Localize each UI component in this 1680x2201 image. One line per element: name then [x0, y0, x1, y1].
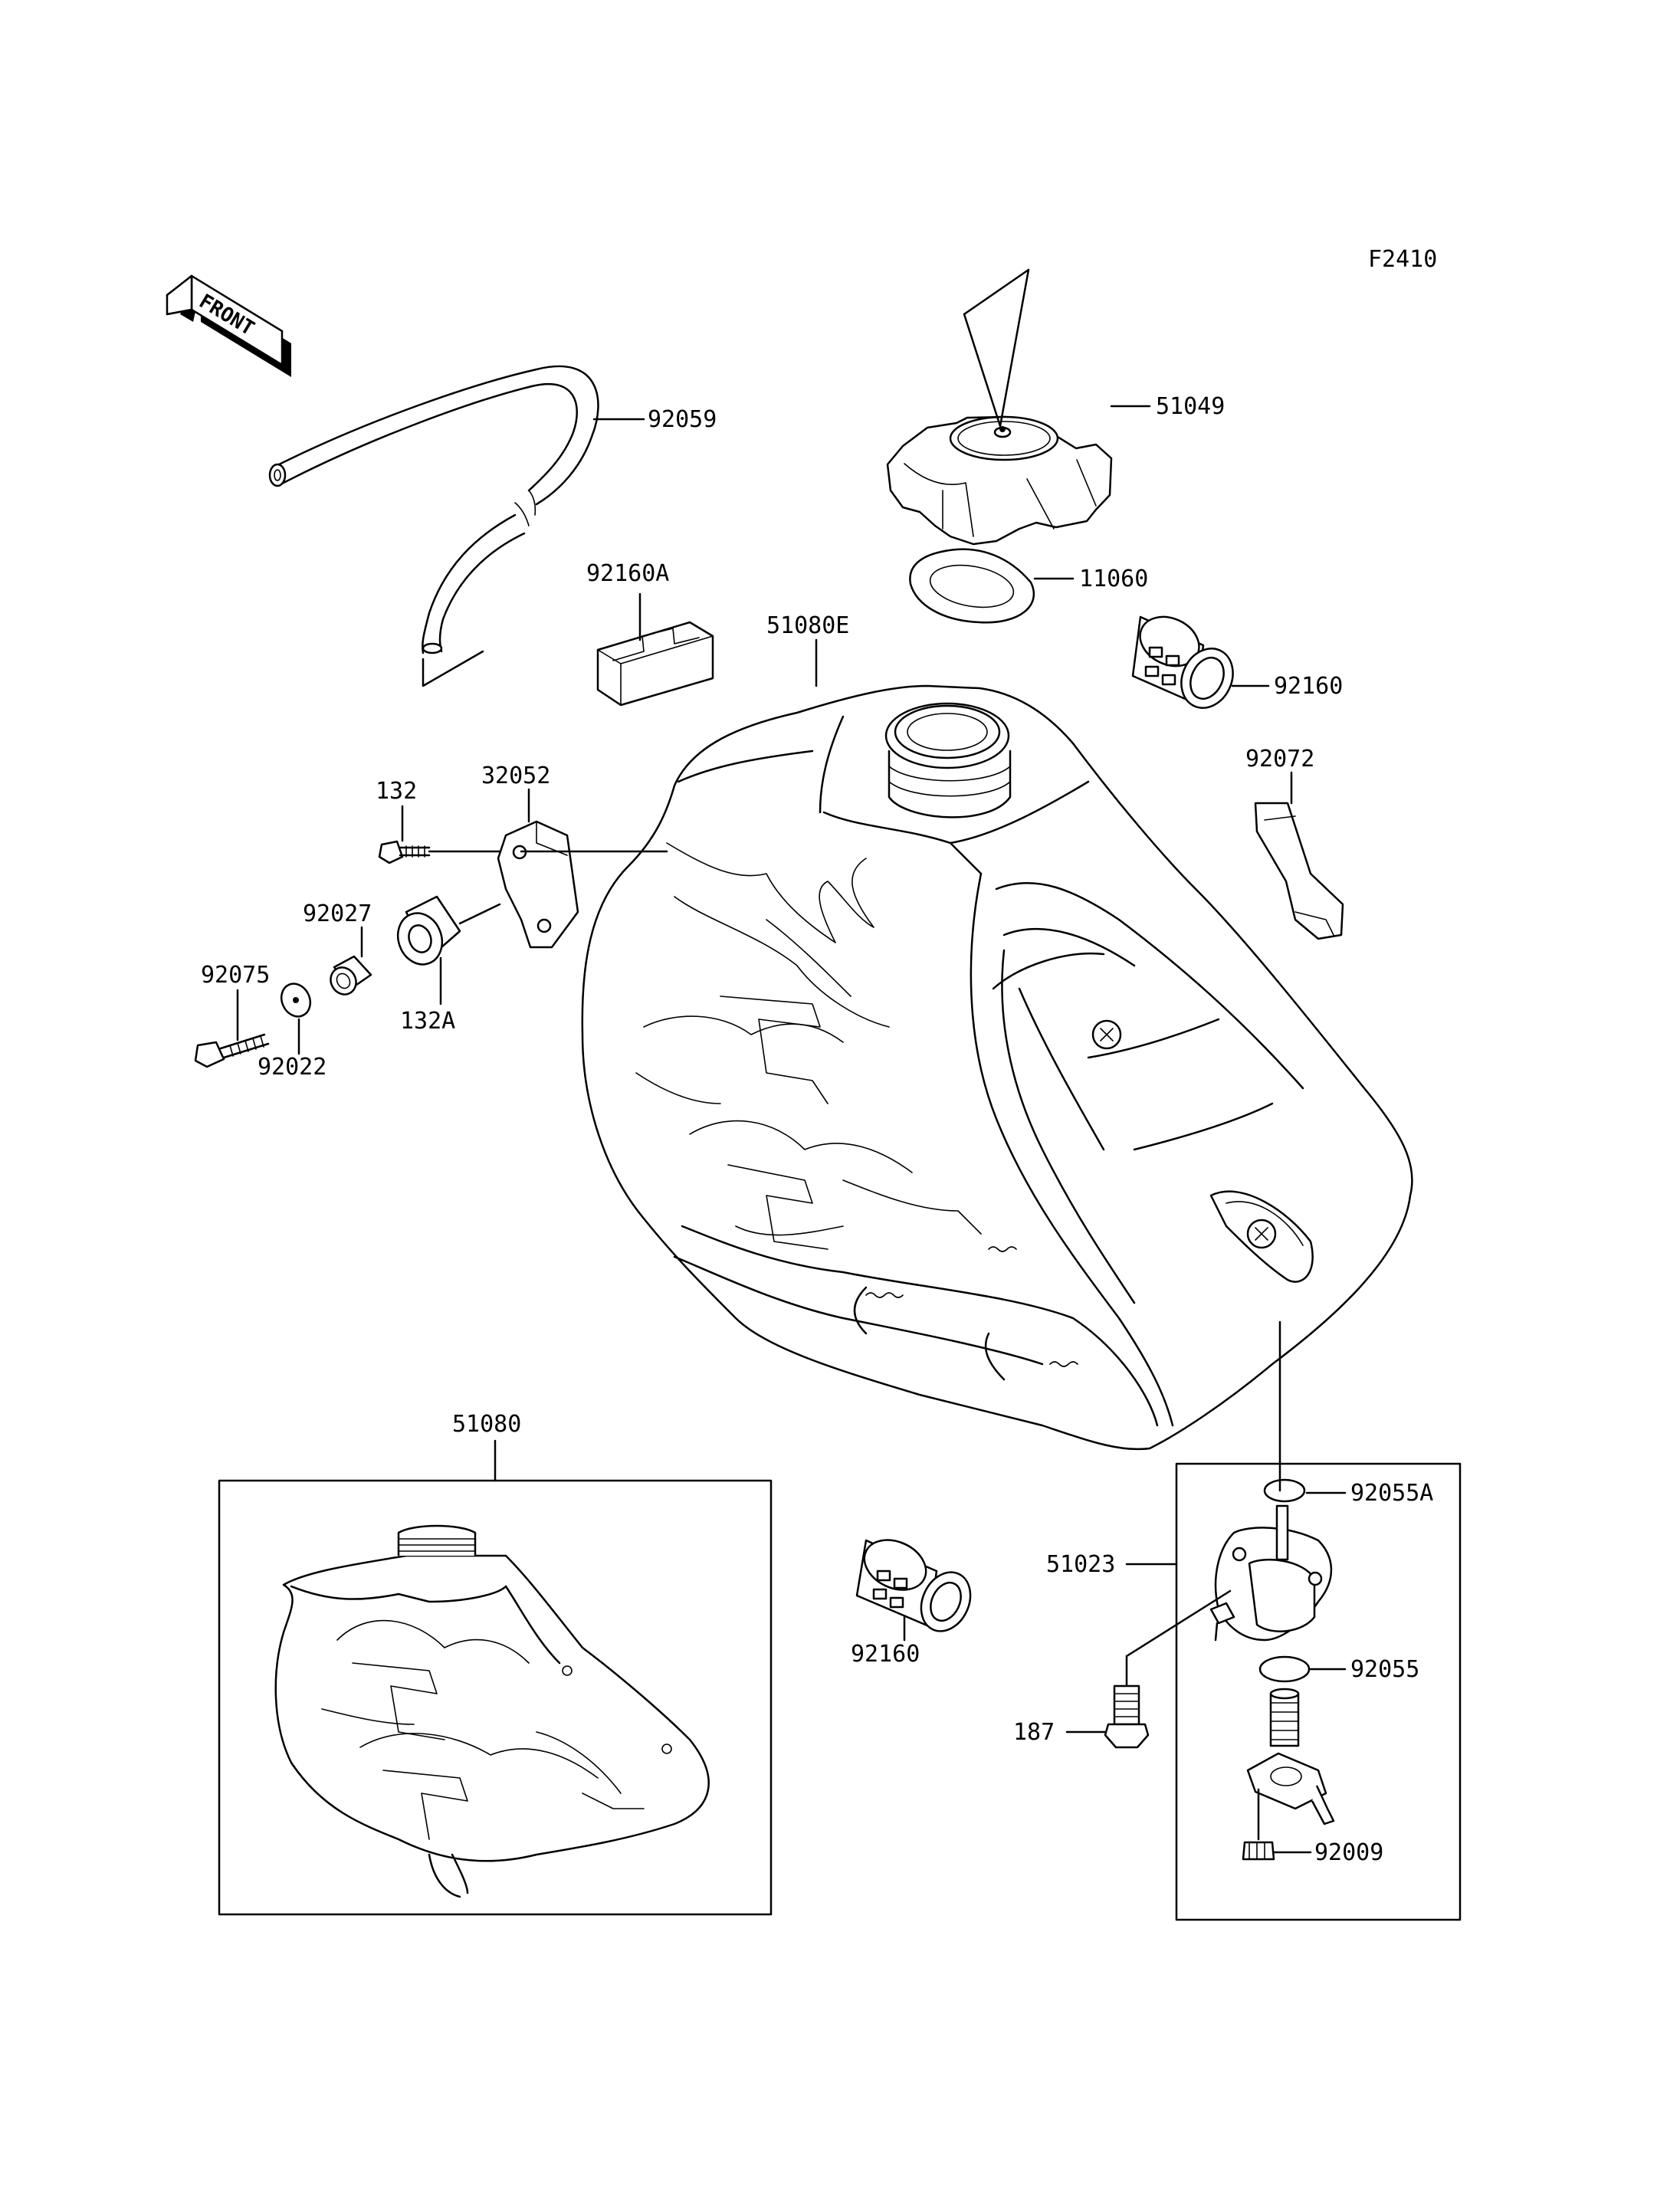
o-ring-lower [1258, 1655, 1311, 1683]
collar [330, 926, 372, 996]
bolt-132 [378, 805, 514, 864]
alt-tank-box [218, 1479, 773, 1916]
fuel-hose [268, 365, 599, 687]
part-92009: 92009 [1314, 1839, 1383, 1866]
part-32052: 32052 [481, 763, 550, 789]
washer [280, 982, 312, 1055]
part-11060: 11060 [1079, 566, 1148, 592]
alt-fuel-tank [274, 1524, 710, 1898]
mount-bracket [497, 788, 668, 949]
part-51080E: 51080E [766, 612, 849, 639]
fuel-tank [581, 684, 1413, 1451]
fuel-cock-box [1175, 1462, 1462, 1921]
part-92160A: 92160A [586, 560, 669, 587]
tank-cushion [596, 592, 714, 707]
o-ring-upper [1263, 1478, 1306, 1503]
part-92160-upper: 92160 [1274, 673, 1343, 700]
part-92055: 92055 [1350, 1656, 1419, 1683]
fuel-cock [1125, 1504, 1333, 1658]
part-92072: 92072 [1245, 746, 1314, 772]
fuel-strainer-lower [855, 1539, 972, 1642]
lever-plate [1246, 1752, 1335, 1825]
front-arrow-icon: FRONT [166, 274, 291, 377]
bolt-187 [1065, 1655, 1150, 1749]
part-51023: 51023 [1046, 1551, 1115, 1578]
fuel-cap [886, 268, 1113, 546]
part-51080: 51080 [452, 1411, 521, 1438]
part-187: 187 [1013, 1719, 1055, 1746]
part-92059: 92059 [648, 406, 717, 433]
fuel-strainer [1131, 615, 1234, 709]
bolt-132A [194, 989, 270, 1068]
part-51049: 51049 [1156, 393, 1225, 420]
part-92022: 92022 [258, 1054, 326, 1081]
screw-92009 [1242, 1788, 1312, 1861]
part-92160-lower: 92160 [851, 1641, 920, 1668]
part-92075: 132A [400, 1008, 455, 1035]
damper [396, 895, 501, 1005]
tank-band [1254, 771, 1344, 940]
figure-code: F2410 [1368, 246, 1437, 273]
part-92055A: 92055A [1350, 1480, 1433, 1507]
spring [1269, 1688, 1300, 1747]
part-132A: 92075 [201, 962, 270, 989]
part-132: 132 [376, 778, 417, 805]
part-92027: 92027 [303, 900, 372, 927]
cap-gasket [909, 548, 1035, 624]
